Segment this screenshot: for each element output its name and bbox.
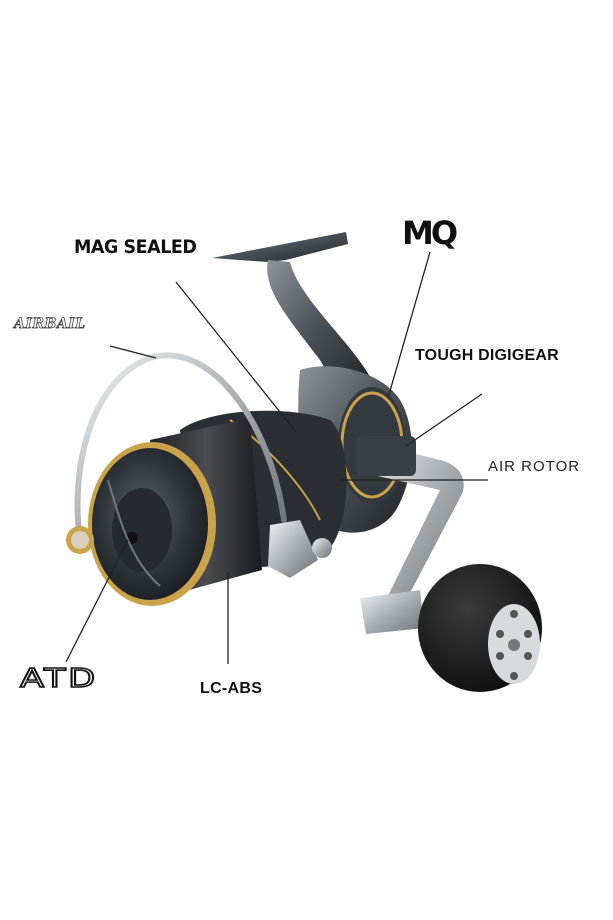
airbail-label: AIRBAIL bbox=[14, 316, 86, 333]
reel-foot bbox=[212, 232, 372, 395]
tough-digigear-leader bbox=[405, 393, 483, 447]
atd-leader bbox=[65, 539, 129, 663]
mq-label: MQ bbox=[402, 214, 458, 252]
tough-digigear-label: TOUGH DIGIGEAR bbox=[415, 347, 559, 364]
callout-lines bbox=[65, 251, 488, 664]
atd-label: ATD bbox=[19, 663, 98, 695]
mag-sealed-label: MAG SEALED bbox=[74, 236, 197, 258]
air-rotor-label: AIR ROTOR bbox=[488, 458, 581, 475]
mq-leader bbox=[387, 251, 431, 399]
reel-spool bbox=[88, 418, 262, 606]
reel-handle bbox=[356, 436, 542, 692]
mag-sealed-leader bbox=[175, 281, 297, 433]
airbail-leader bbox=[109, 345, 157, 359]
reel-bail bbox=[66, 352, 332, 578]
lc-abs-label: LC-ABS bbox=[200, 680, 263, 697]
